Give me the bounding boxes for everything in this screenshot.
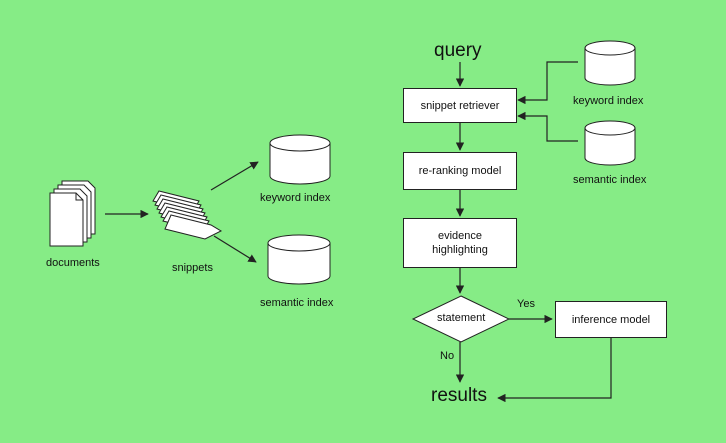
right-keyword-index-cylinder — [584, 40, 636, 86]
arrow-snippets-to-keyword — [210, 161, 259, 191]
left-semantic-index-label: semantic index — [260, 297, 334, 309]
statement-diamond — [411, 295, 511, 343]
right-semantic-index-cylinder — [584, 120, 636, 166]
evidence-label-line2: highlighting — [432, 244, 488, 256]
results-label: results — [431, 385, 487, 406]
left-semantic-index-cylinder — [267, 234, 331, 285]
snippet-retriever-label: snippet retriever — [420, 99, 500, 112]
right-keyword-index-label: keyword index — [573, 95, 644, 107]
right-semantic-index-label: semantic index — [573, 174, 647, 186]
arrow-keyword-to-retriever — [517, 61, 578, 105]
snippets-icon — [152, 190, 223, 240]
evidence-label-line1: evidence — [437, 230, 483, 242]
documents-icon — [49, 180, 96, 247]
inference-model-box: inference model — [555, 301, 667, 338]
inference-model-label: inference model — [571, 313, 651, 326]
reranking-model-label: re-ranking model — [418, 165, 502, 177]
left-keyword-index-cylinder — [269, 134, 331, 185]
evidence-highlighting-box: evidence highlighting — [403, 218, 517, 268]
arrow-inference-to-results — [497, 338, 612, 403]
left-keyword-index-label: keyword index — [260, 192, 331, 204]
statement-label: statement — [437, 312, 486, 324]
yes-label: Yes — [517, 298, 535, 310]
reranking-model-box: re-ranking model — [403, 152, 517, 190]
no-label: No — [440, 350, 455, 362]
snippets-label: snippets — [172, 262, 213, 274]
arrow-semantic-to-retriever — [517, 111, 578, 142]
arrow-snippets-to-semantic — [213, 235, 257, 263]
documents-label: documents — [46, 257, 100, 269]
snippet-retriever-box: snippet retriever — [403, 88, 517, 123]
query-label: query — [434, 40, 482, 61]
